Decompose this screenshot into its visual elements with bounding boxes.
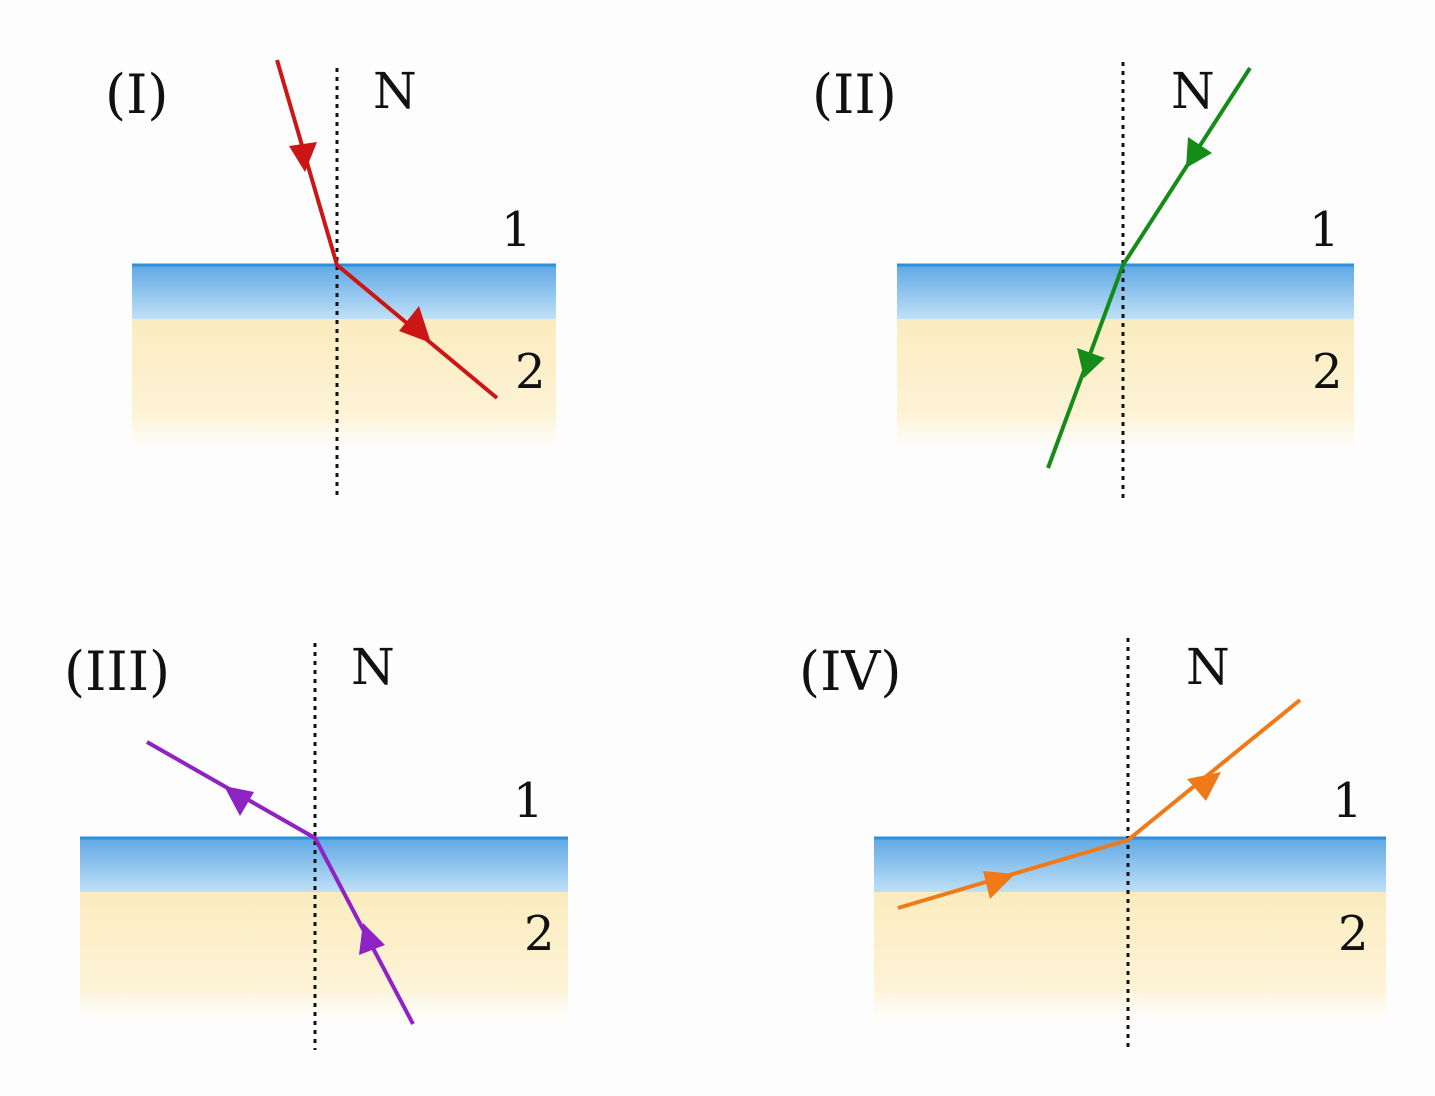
normal-label: N [373,62,417,120]
ray-arrow-refracted [224,786,254,816]
light-ray [897,698,1302,910]
normal-label: N [1186,638,1230,696]
ray-arrow-incident [983,871,1015,899]
ray-arrow-incident [289,142,317,172]
medium-2-label: 2 [524,906,555,962]
medium-2-region [874,890,1386,1032]
ray-arrow-incident [359,923,385,955]
medium-1-band [897,265,1354,319]
medium-1-label: 1 [1309,202,1340,258]
medium-2-label: 2 [1312,344,1343,400]
panel-label: (IV) [799,640,901,703]
panel-label: (I) [105,63,168,126]
panel-1: (I) N 1 2 [105,59,556,500]
ray-arrow-incident [1186,137,1212,168]
light-ray [275,59,499,400]
medium-2-region [132,318,556,460]
medium-1-label: 1 [501,202,532,258]
medium-2-label: 2 [515,344,546,400]
normal-label: N [1171,62,1215,120]
panel-label: (II) [812,63,897,126]
ray-arrow-refracted [1187,772,1221,801]
medium-1-label: 1 [1332,773,1363,829]
medium-1-band [132,265,556,319]
panel-4: (IV) N 1 2 [799,638,1386,1050]
medium-1-band [80,838,568,892]
panel-label: (III) [64,640,170,703]
medium-1-band [874,838,1386,892]
medium-2-region [897,318,1354,460]
ray-arrow-refracted [1077,348,1105,378]
ray-arrow-refracted [399,306,431,343]
panel-2: (II) N 1 2 [812,62,1354,500]
panel-3: (III) N 1 2 [64,638,568,1050]
medium-1-label: 1 [513,773,544,829]
light-ray [1046,66,1252,469]
normal-label: N [351,638,395,696]
light-ray [146,740,415,1025]
medium-2-label: 2 [1338,906,1369,962]
medium-2-region [80,890,568,1032]
